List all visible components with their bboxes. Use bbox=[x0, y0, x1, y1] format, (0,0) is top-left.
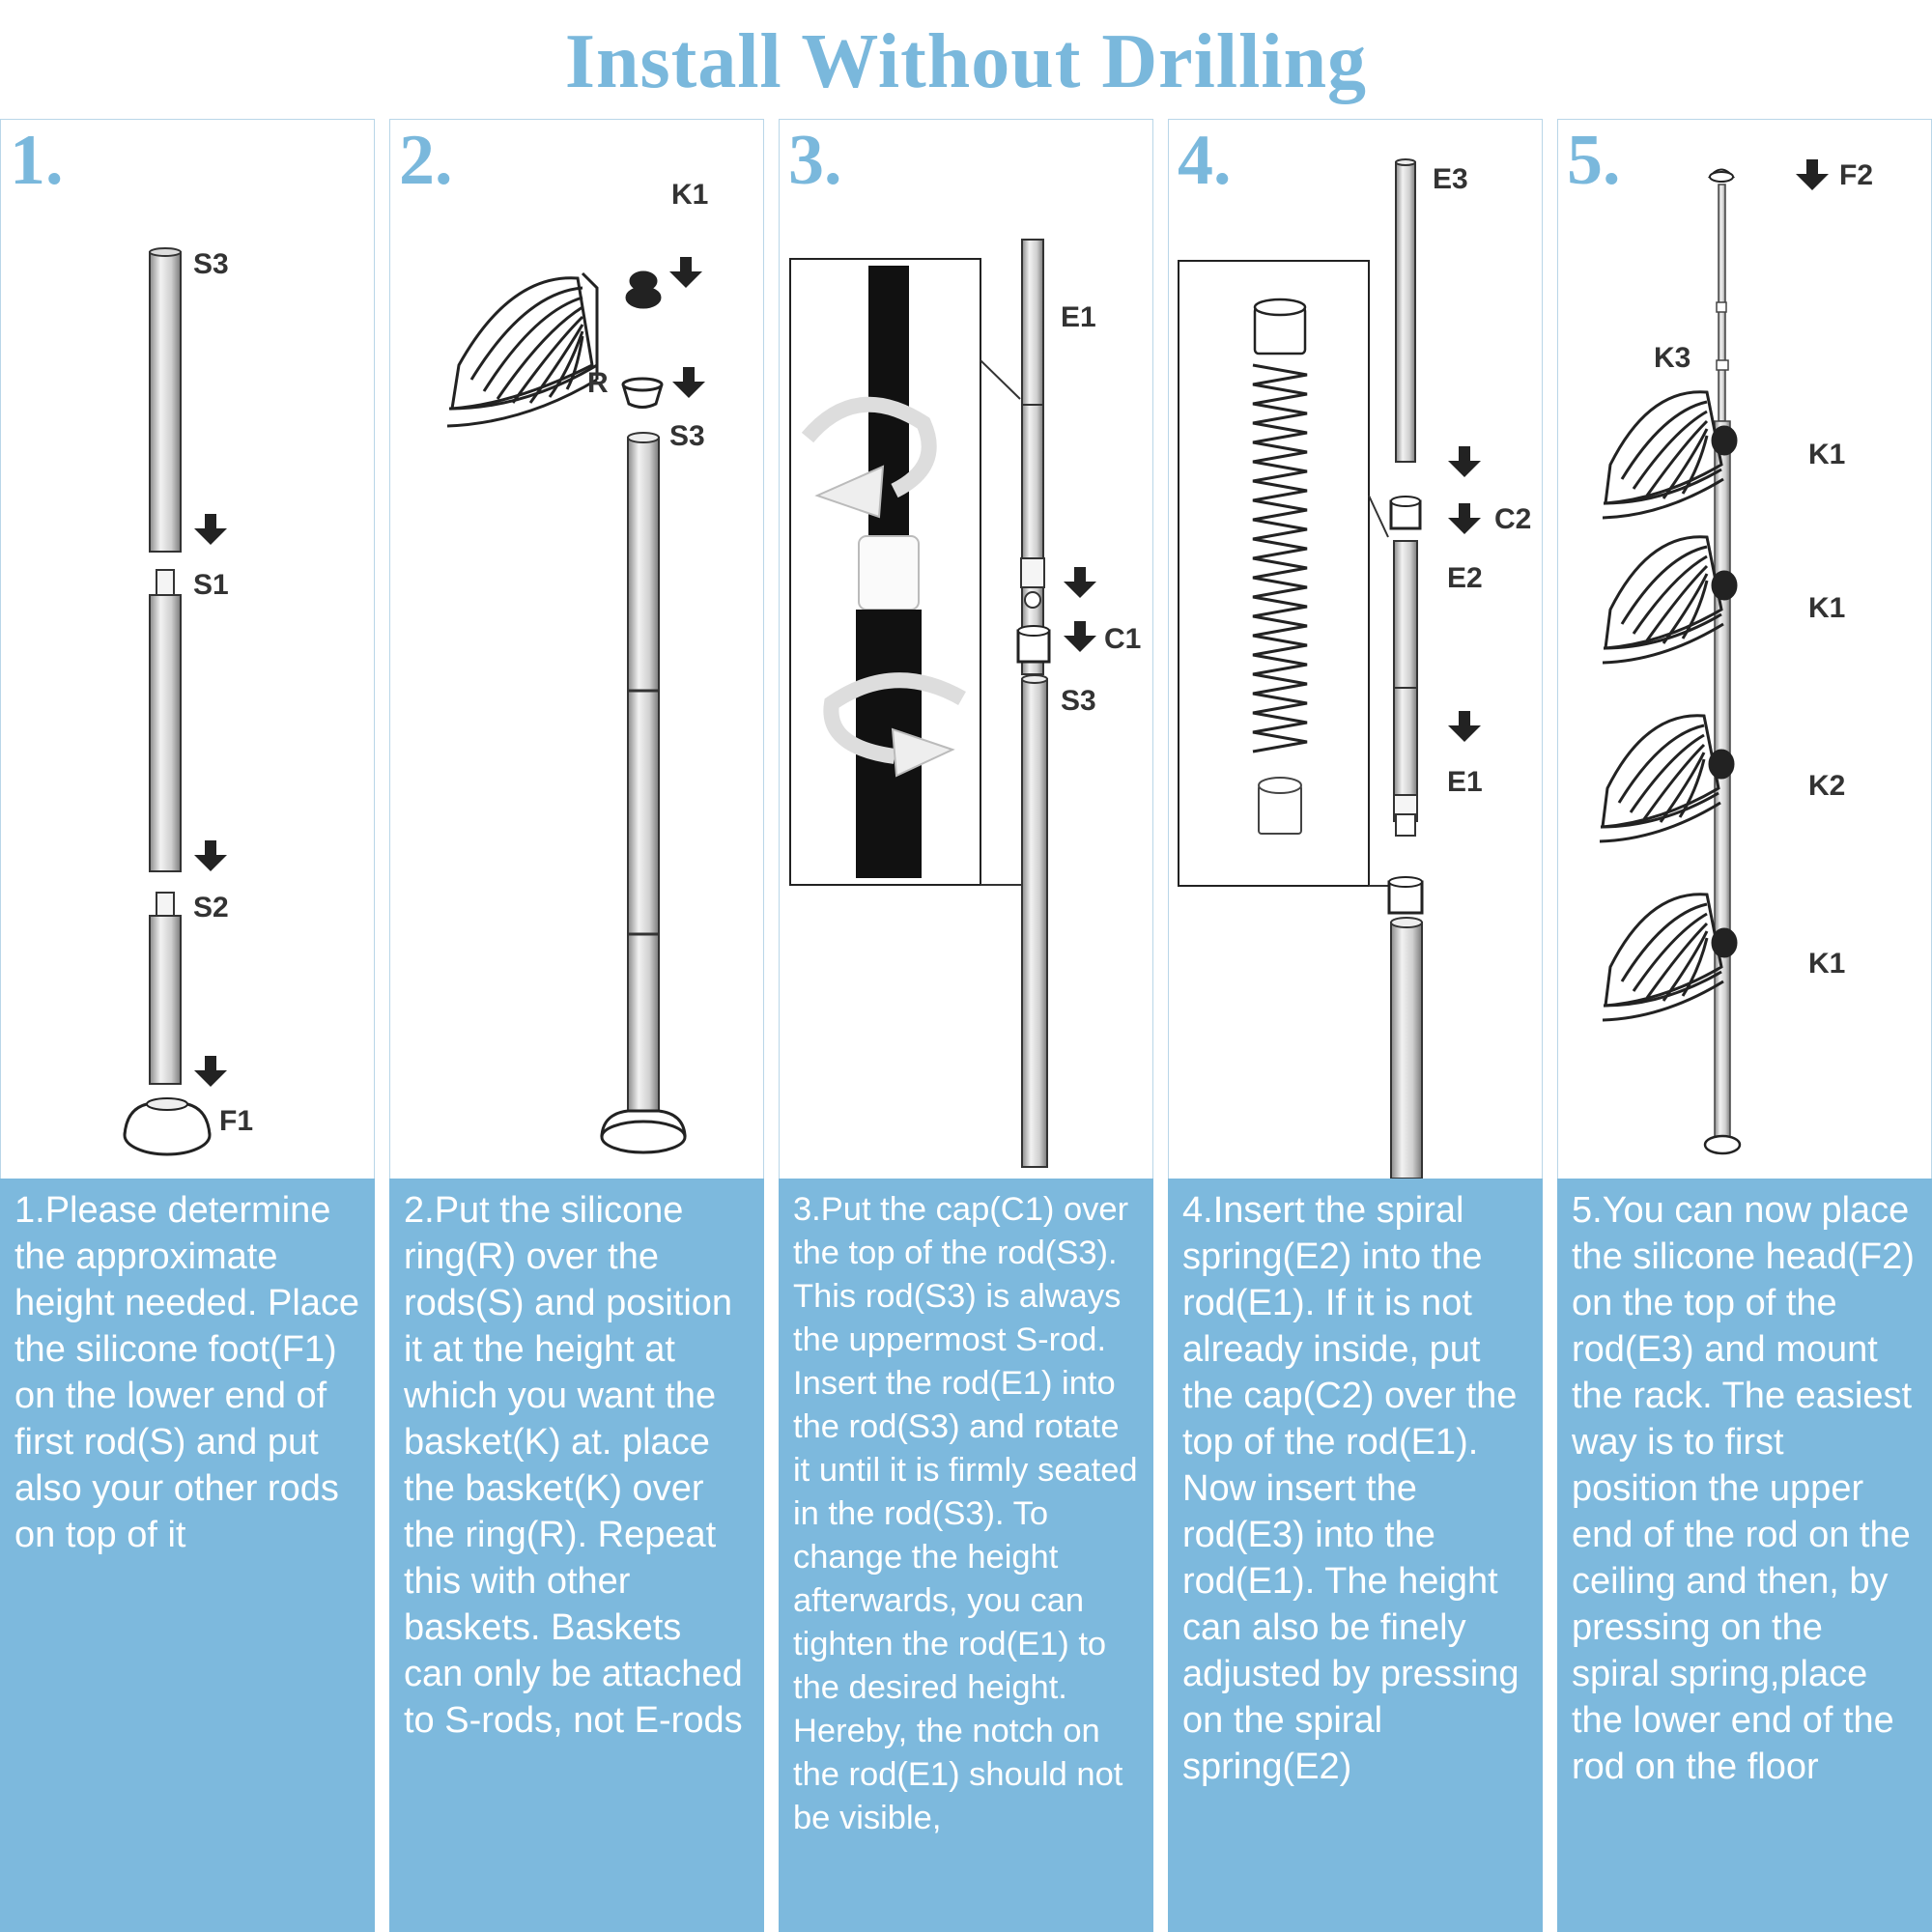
arrow-down-icon bbox=[194, 514, 227, 545]
step-description: 4.Insert the spiral spring(E2) into the … bbox=[1168, 1179, 1543, 1932]
label-s3: S3 bbox=[669, 420, 705, 452]
basket-k2 bbox=[1598, 714, 1735, 843]
step-illustration-frame bbox=[389, 119, 764, 1179]
step-illustration-frame bbox=[779, 119, 1153, 1179]
step-5-illustration: F2 K3 K1 K1 K2 K1 bbox=[1598, 159, 1873, 1155]
step-description: 2.Put the silicone ring(R) over the rods… bbox=[389, 1179, 764, 1932]
arrow-down-icon bbox=[194, 1056, 227, 1087]
step-number: 1. bbox=[10, 121, 64, 200]
arrow-down-icon bbox=[1448, 446, 1481, 477]
arrow-down-icon bbox=[1448, 711, 1481, 742]
label-k1: K1 bbox=[1808, 439, 1845, 470]
label-f1: F1 bbox=[219, 1105, 253, 1137]
step-text: 4.Insert the spiral spring(E2) into the … bbox=[1182, 1190, 1520, 1787]
label-s1: S1 bbox=[193, 569, 229, 601]
step-number: 5. bbox=[1567, 121, 1621, 200]
step-text: 1.Please determine the approximate heigh… bbox=[14, 1190, 360, 1555]
rod-s3 bbox=[1021, 674, 1048, 1168]
silicone-foot bbox=[600, 1109, 687, 1154]
label-s3: S3 bbox=[1061, 685, 1096, 717]
label-f2: F2 bbox=[1839, 159, 1873, 191]
label-e1: E1 bbox=[1447, 766, 1483, 798]
arrow-down-icon bbox=[1064, 567, 1096, 598]
step-panel-1: S3 S1 S2 F1 1. 1.Please determine the ap… bbox=[0, 119, 375, 1932]
cap-c1 bbox=[1016, 625, 1051, 664]
step-3-illustration: E1 C1 S3 bbox=[789, 239, 1141, 1168]
arrow-down-icon bbox=[1064, 621, 1096, 652]
silicone-ring-r bbox=[621, 377, 664, 409]
basket-k1 bbox=[446, 270, 662, 428]
step-panel-2: K1 R S3 2. 2.Put the silicone ring(R) ov… bbox=[389, 119, 764, 1932]
rod-s3 bbox=[1390, 917, 1423, 1179]
step-2-illustration: K1 R S3 bbox=[446, 179, 708, 1154]
arrow-down-icon bbox=[1448, 503, 1481, 534]
label-k1: K1 bbox=[671, 179, 708, 211]
arrow-down-icon bbox=[194, 840, 227, 871]
step-panel-4: E3 C2 E2 E1 4. 4.Insert the spiral sprin… bbox=[1168, 119, 1543, 1932]
rod-e3 bbox=[1395, 158, 1416, 463]
arrow-down-icon bbox=[672, 367, 705, 398]
step-panel-5: F2 K3 K1 K1 K2 K1 5. 5.You can now place… bbox=[1557, 119, 1932, 1932]
label-k1: K1 bbox=[1808, 592, 1845, 624]
step-4-illustration: E3 C2 E2 E1 bbox=[1178, 158, 1531, 1179]
step-illustration-frame bbox=[0, 119, 375, 1179]
step-illustration-frame bbox=[1168, 119, 1543, 1179]
label-e3: E3 bbox=[1433, 163, 1468, 195]
label-k2: K2 bbox=[1808, 770, 1845, 802]
cap bbox=[1387, 876, 1424, 915]
label-c1: C1 bbox=[1104, 623, 1141, 655]
label-e1: E1 bbox=[1061, 301, 1096, 333]
label-e2: E2 bbox=[1447, 562, 1483, 594]
rod-s1 bbox=[149, 569, 182, 872]
rod-s3 bbox=[149, 247, 182, 553]
label-s3: S3 bbox=[193, 248, 229, 280]
label-r: R bbox=[587, 367, 609, 399]
page-title: Install Without Drilling bbox=[564, 19, 1368, 104]
label-c2: C2 bbox=[1494, 503, 1531, 535]
label-k3: K3 bbox=[1654, 342, 1690, 374]
rod-s2 bbox=[149, 892, 182, 1085]
step-description: 1.Please determine the approximate heigh… bbox=[0, 1179, 375, 1932]
label-s2: S2 bbox=[193, 892, 229, 923]
detail-zoom-box bbox=[1178, 260, 1390, 887]
silicone-foot-f1 bbox=[123, 1097, 212, 1156]
detail-zoom-box bbox=[789, 258, 1022, 886]
rack-pole bbox=[1703, 184, 1742, 1155]
step-description: 5.You can now place the silicone head(F2… bbox=[1557, 1179, 1932, 1932]
step-number: 2. bbox=[399, 121, 453, 200]
step-number: 4. bbox=[1178, 121, 1232, 200]
step-panel-3: E1 C1 S3 3. 3.Put the cap(C1) over the t… bbox=[779, 119, 1153, 1932]
arrow-down-icon bbox=[1796, 159, 1829, 190]
step-number: 3. bbox=[788, 121, 842, 200]
cap-c2 bbox=[1389, 496, 1422, 530]
arrow-down-icon bbox=[669, 257, 702, 288]
step-1-illustration: S3 S1 S2 F1 bbox=[123, 247, 253, 1156]
rod-e1 bbox=[1020, 239, 1045, 675]
rod-e2-e1 bbox=[1393, 540, 1418, 837]
rod-s3 bbox=[627, 432, 660, 1134]
step-text: 3.Put the cap(C1) over the top of the ro… bbox=[793, 1191, 1138, 1836]
step-text: 5.You can now place the silicone head(F2… bbox=[1572, 1190, 1915, 1787]
label-k1: K1 bbox=[1808, 948, 1845, 980]
silicone-head-f2 bbox=[1707, 168, 1736, 183]
step-description: 3.Put the cap(C1) over the top of the ro… bbox=[779, 1179, 1153, 1932]
step-text: 2.Put the silicone ring(R) over the rods… bbox=[404, 1190, 743, 1741]
